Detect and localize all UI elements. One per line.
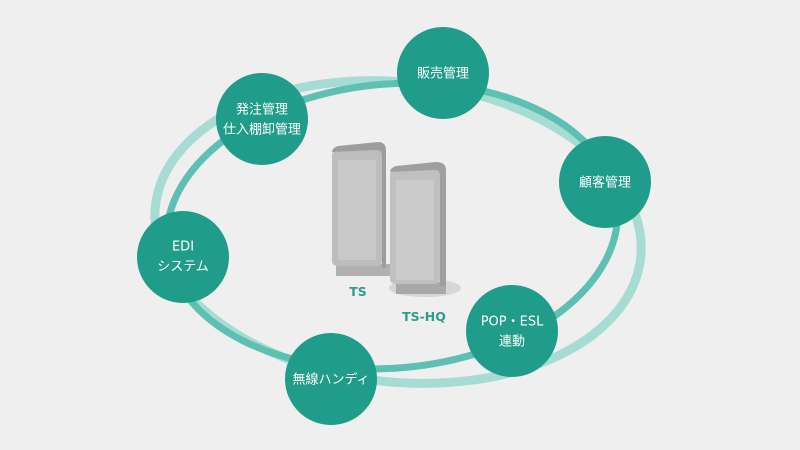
node-ordering-label-2: 仕入棚卸管理	[223, 122, 301, 138]
node-wireless-handy-circle	[285, 333, 377, 425]
server-ts-hq	[389, 162, 461, 297]
server-label-ts: TS	[349, 284, 367, 299]
node-edi-label-2: システム	[157, 260, 209, 275]
node-customer[interactable]: 顧客管理	[559, 136, 651, 228]
node-pop-esl-circle	[466, 285, 558, 377]
node-edi[interactable]: EDI システム	[137, 211, 229, 303]
node-edi-circle	[137, 211, 229, 303]
node-customer-circle	[559, 136, 651, 228]
node-pop-esl-label-1: POP・ESL	[481, 315, 544, 330]
node-ordering[interactable]: 発注管理 仕入棚卸管理	[216, 73, 308, 165]
server-ts-hq-base	[396, 282, 446, 294]
server-ts-hq-top	[390, 162, 446, 286]
node-wireless-handy-label: 無線ハンディ	[292, 372, 369, 388]
server-ts	[332, 142, 400, 276]
node-ordering-circle	[216, 73, 308, 165]
server-ts-hq-panel	[396, 180, 434, 280]
node-sales-label: 販売管理	[417, 66, 469, 82]
node-wireless-handy[interactable]: 無線ハンディ	[285, 333, 377, 425]
server-ts-panel	[338, 160, 376, 260]
node-edi-label-1: EDI	[172, 240, 194, 255]
node-pop-esl-label-2: 連動	[499, 335, 525, 350]
server-label-ts-hq: TS-HQ	[402, 309, 446, 324]
node-pop-esl[interactable]: POP・ESL 連動	[466, 285, 558, 377]
node-ordering-label-1: 発注管理	[236, 103, 288, 118]
node-sales[interactable]: 販売管理	[397, 27, 489, 119]
node-sales-circle	[397, 27, 489, 119]
node-customer-label: 顧客管理	[579, 175, 631, 191]
